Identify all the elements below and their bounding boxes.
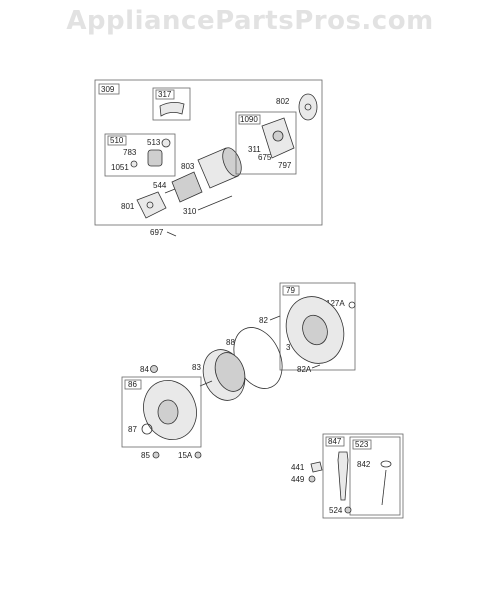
box-309 <box>94 79 323 226</box>
box-510 <box>104 133 176 177</box>
label-513[interactable]: 513 <box>147 138 161 147</box>
label-803[interactable]: 803 <box>181 162 195 171</box>
part-803-housing-end <box>222 147 242 177</box>
part-510-drive <box>147 149 163 167</box>
part-127A-plug <box>348 301 356 309</box>
box-86 <box>121 376 202 448</box>
part-15A-nut <box>194 451 202 459</box>
label-3[interactable]: 3 <box>286 343 291 352</box>
label-847[interactable]: 847 <box>328 437 342 446</box>
label-84[interactable]: 84 <box>140 365 149 374</box>
part-513-gear <box>161 138 171 148</box>
label-15A[interactable]: 15A <box>178 451 193 460</box>
box-79 <box>279 282 356 371</box>
label-87[interactable]: 87 <box>128 425 137 434</box>
label-88[interactable]: 88 <box>226 338 235 347</box>
label-317[interactable]: 317 <box>158 90 172 99</box>
part-1090-center <box>272 130 284 142</box>
label-801[interactable]: 801 <box>121 202 135 211</box>
part-85-nut <box>152 451 160 459</box>
part-317-brush-plate <box>159 102 185 117</box>
label-523[interactable]: 523 <box>355 440 369 449</box>
tag-79 <box>282 285 300 296</box>
label-797[interactable]: 797 <box>278 161 292 170</box>
tag-510 <box>107 135 127 146</box>
tag-309 <box>98 83 120 95</box>
part-801-end-cap <box>136 191 167 219</box>
part-847-tube <box>337 451 349 501</box>
part-801-hole <box>146 201 154 209</box>
label-1051[interactable]: 1051 <box>111 163 129 172</box>
label-842[interactable]: 842 <box>357 460 371 469</box>
label-86[interactable]: 86 <box>128 380 137 389</box>
label-544[interactable]: 544 <box>153 181 167 190</box>
tag-523 <box>352 439 372 450</box>
part-310-bolt <box>197 195 233 211</box>
box-847 <box>322 433 404 519</box>
part-544-shaft <box>164 188 176 194</box>
label-85[interactable]: 85 <box>141 451 150 460</box>
group-79: 79 127A 3 <box>279 282 356 371</box>
label-310[interactable]: 310 <box>183 207 197 216</box>
part-82-bolt <box>269 315 281 321</box>
label-783[interactable]: 783 <box>123 148 137 157</box>
part-449-screw <box>308 475 316 483</box>
label-83[interactable]: 83 <box>192 363 201 372</box>
part-524-seal <box>344 506 352 514</box>
label-309[interactable]: 309 <box>101 85 115 94</box>
part-86-case-hub <box>157 399 179 425</box>
part-802-hub <box>304 103 312 111</box>
box-1090 <box>235 111 297 175</box>
part-523-dipstick <box>381 469 387 506</box>
label-82A[interactable]: 82A <box>297 365 312 374</box>
part-82A-bolt <box>311 364 321 369</box>
label-311[interactable]: 311 <box>248 145 261 154</box>
group-86: 86 87 <box>121 376 202 448</box>
part-84-nut <box>150 365 158 373</box>
part-1051-washer <box>130 160 138 168</box>
label-441[interactable]: 441 <box>291 463 305 472</box>
box-523 <box>349 436 401 516</box>
label-449[interactable]: 449 <box>291 475 305 484</box>
part-79-cover-hub <box>302 314 328 346</box>
label-697[interactable]: 697 <box>150 228 164 237</box>
part-83-drum-face <box>214 352 246 392</box>
tag-847 <box>325 436 345 447</box>
watermark: AppliancePartsPros.com <box>66 6 434 36</box>
label-82[interactable]: 82 <box>259 316 268 325</box>
label-127A[interactable]: 127A <box>326 299 345 308</box>
part-441-clamp <box>310 461 323 473</box>
group-847: 847 523 842 524 <box>322 433 404 519</box>
box-317 <box>152 87 191 121</box>
tag-86 <box>124 379 142 390</box>
tag-317 <box>155 89 175 100</box>
label-1090[interactable]: 1090 <box>240 115 258 124</box>
tag-1090 <box>238 114 261 125</box>
group-309: 309 317 510 513 783 1051 803 544 801 310 <box>94 79 323 237</box>
label-510[interactable]: 510 <box>110 136 124 145</box>
label-524[interactable]: 524 <box>329 506 343 515</box>
part-544-armature <box>171 171 203 203</box>
part-83-shaft <box>199 380 213 387</box>
label-802[interactable]: 802 <box>276 97 290 106</box>
part-87-seal <box>141 423 153 435</box>
label-79[interactable]: 79 <box>286 286 295 295</box>
label-675[interactable]: 675 <box>258 153 272 162</box>
part-697-screw <box>166 231 177 237</box>
part-802-disc <box>298 93 318 121</box>
part-842-oring <box>380 460 392 468</box>
